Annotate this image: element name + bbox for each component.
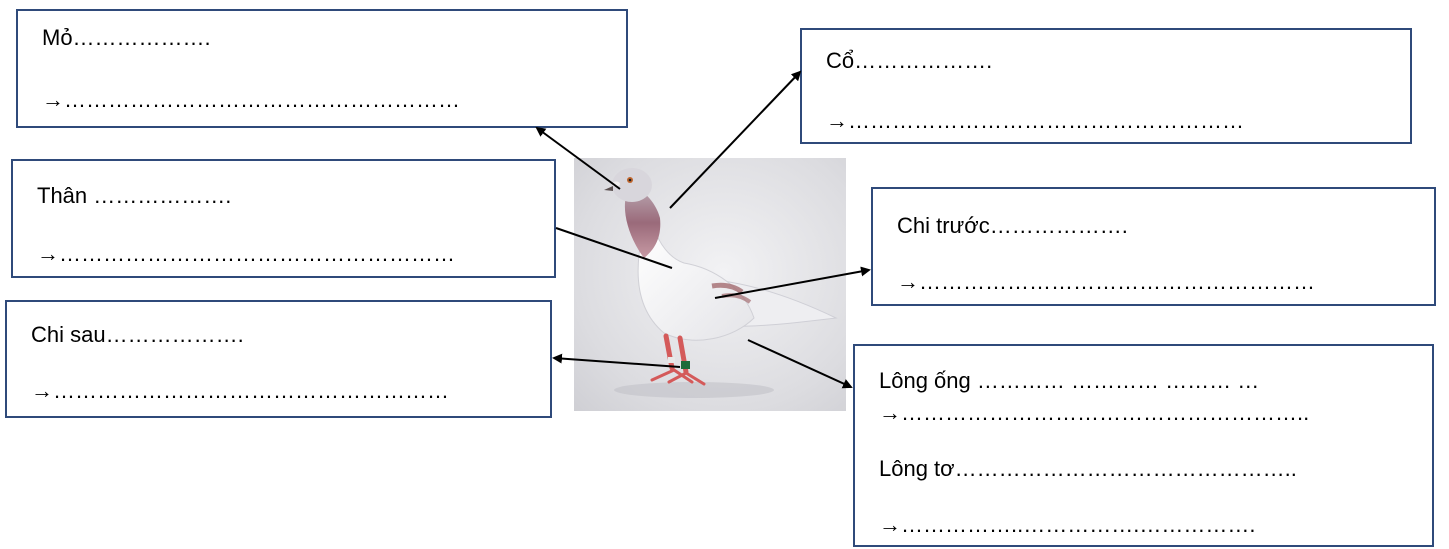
quill-feather-label: Lông ống ………… ………… ……… … <box>879 368 1260 393</box>
forelimb-answer-line[interactable]: →……………………………………………… <box>897 269 1315 294</box>
label-box-hindlimb: Chi sau………………. →……………………………………………… <box>5 300 552 418</box>
neck-answer-line[interactable]: →……………………………………………… <box>826 108 1244 133</box>
pigeon-illustration <box>604 168 838 398</box>
hindlimb-answer-line[interactable]: →……………………………………………… <box>31 378 449 403</box>
body-answer-line[interactable]: →……………………………………………… <box>37 241 455 266</box>
down-feather-label: Lông tơ……………………………………….. <box>879 456 1297 481</box>
label-box-beak: Mỏ………………. →……………………………………………… <box>16 9 628 128</box>
beak-answer-line[interactable]: →……………………………………………… <box>42 87 460 112</box>
down-feather-answer-line[interactable]: →……………..…………….……………. <box>879 512 1256 537</box>
quill-feather-answer-line[interactable]: →……………………………………………….. <box>879 400 1310 425</box>
neck-label: Cổ………………. <box>826 48 993 73</box>
label-box-body: Thân ………………. →……………………………………………… <box>11 159 556 278</box>
body-label: Thân ………………. <box>37 183 232 208</box>
beak-label: Mỏ………………. <box>42 25 211 50</box>
forelimb-label: Chi trước………………. <box>897 213 1128 238</box>
label-box-feathers: Lông ống ………… ………… ……… … →……………………………………… <box>853 344 1434 547</box>
hindlimb-label: Chi sau………………. <box>31 322 244 347</box>
label-box-neck: Cổ………………. →……………………………………………… <box>800 28 1412 144</box>
pigeon-photo <box>574 158 846 411</box>
label-box-forelimb: Chi trước………………. →……………………………………………… <box>871 187 1436 306</box>
